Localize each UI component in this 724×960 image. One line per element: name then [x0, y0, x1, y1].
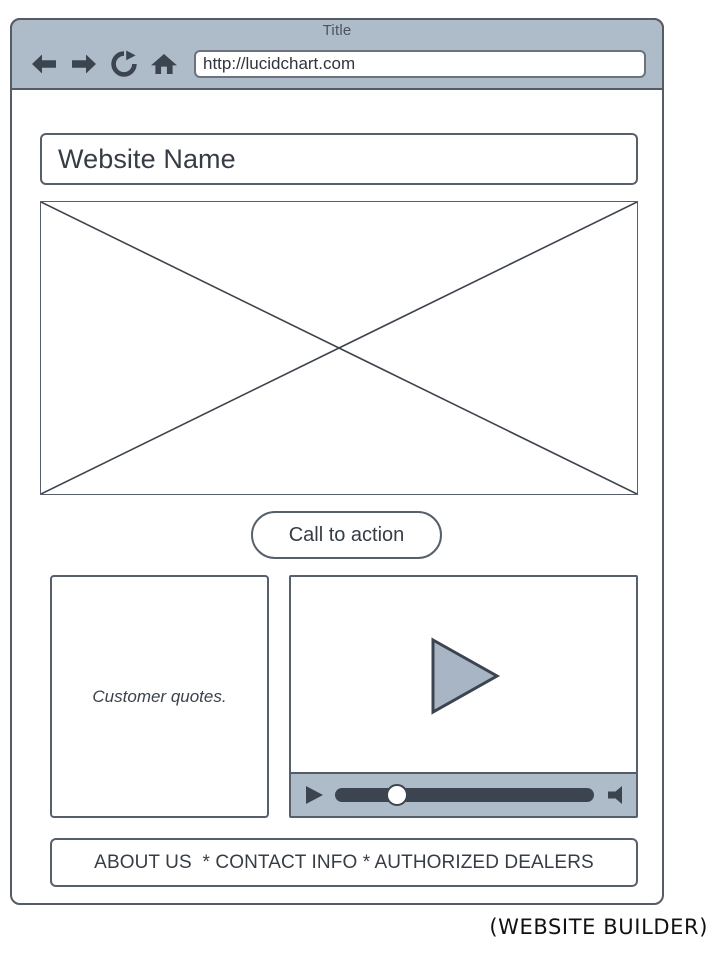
call-to-action-label: Call to action — [288, 523, 405, 546]
browser-toolbar: http://lucidchart.com — [12, 42, 662, 86]
browser-chrome: Title — [10, 18, 664, 90]
image-placeholder-cross-icon — [41, 202, 637, 494]
video-seek-thumb[interactable] — [386, 784, 409, 806]
video-player[interactable] — [289, 575, 638, 818]
footer-nav-text: ABOUT US * CONTACT INFO * AUTHORIZED DEA… — [94, 851, 594, 873]
home-icon[interactable] — [144, 47, 184, 81]
customer-quotes-text: Customer quotes. — [92, 686, 227, 706]
website-name-text: Website Name — [58, 143, 236, 174]
volume-icon[interactable] — [602, 784, 626, 806]
footer-nav-bar[interactable]: ABOUT US * CONTACT INFO * AUTHORIZED DEA… — [50, 838, 638, 887]
hero-image-placeholder[interactable] — [40, 201, 638, 495]
video-control-bar — [291, 772, 636, 816]
call-to-action-button[interactable]: Call to action — [251, 511, 442, 559]
website-name-field[interactable]: Website Name — [40, 133, 638, 185]
forward-arrow-icon[interactable] — [64, 47, 104, 81]
reload-icon[interactable] — [104, 47, 144, 81]
diagram-caption: (WEBSITE BUILDER) — [489, 915, 708, 939]
play-triangle-icon[interactable] — [427, 636, 501, 716]
address-bar[interactable]: http://lucidchart.com — [194, 50, 646, 78]
video-seek-slider[interactable] — [335, 784, 594, 806]
address-bar-url-text: http://lucidchart.com — [203, 54, 356, 73]
website-canvas: Website Name Call to action Customer quo… — [12, 90, 662, 903]
play-icon[interactable] — [301, 784, 327, 806]
customer-quotes-panel[interactable]: Customer quotes. — [50, 575, 269, 818]
back-arrow-icon[interactable] — [24, 47, 64, 81]
browser-window-frame: Title — [10, 18, 664, 905]
video-stage[interactable] — [291, 577, 636, 774]
window-title: Title — [322, 22, 352, 39]
